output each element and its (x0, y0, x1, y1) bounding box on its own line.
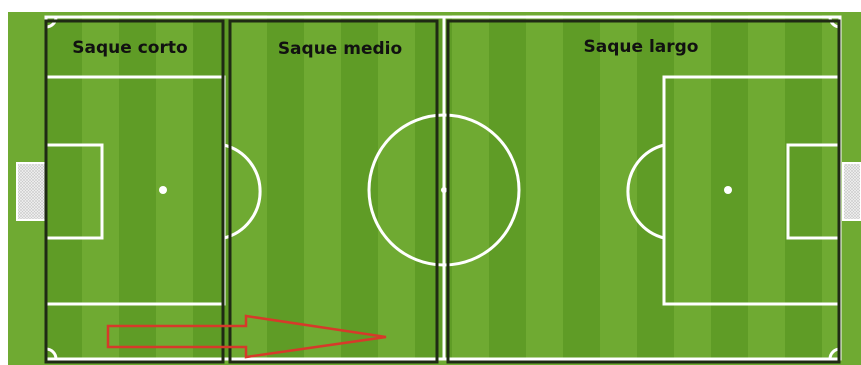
left-goal (17, 163, 46, 220)
right-penalty-spot (724, 186, 732, 194)
zone-label-long: Saque largo (584, 37, 699, 57)
left-penalty-spot (159, 186, 167, 194)
center-spot (441, 187, 447, 193)
right-goal (843, 163, 861, 220)
zone-label-medium: Saque medio (278, 39, 402, 59)
zone-label-short: Saque corto (72, 38, 187, 58)
